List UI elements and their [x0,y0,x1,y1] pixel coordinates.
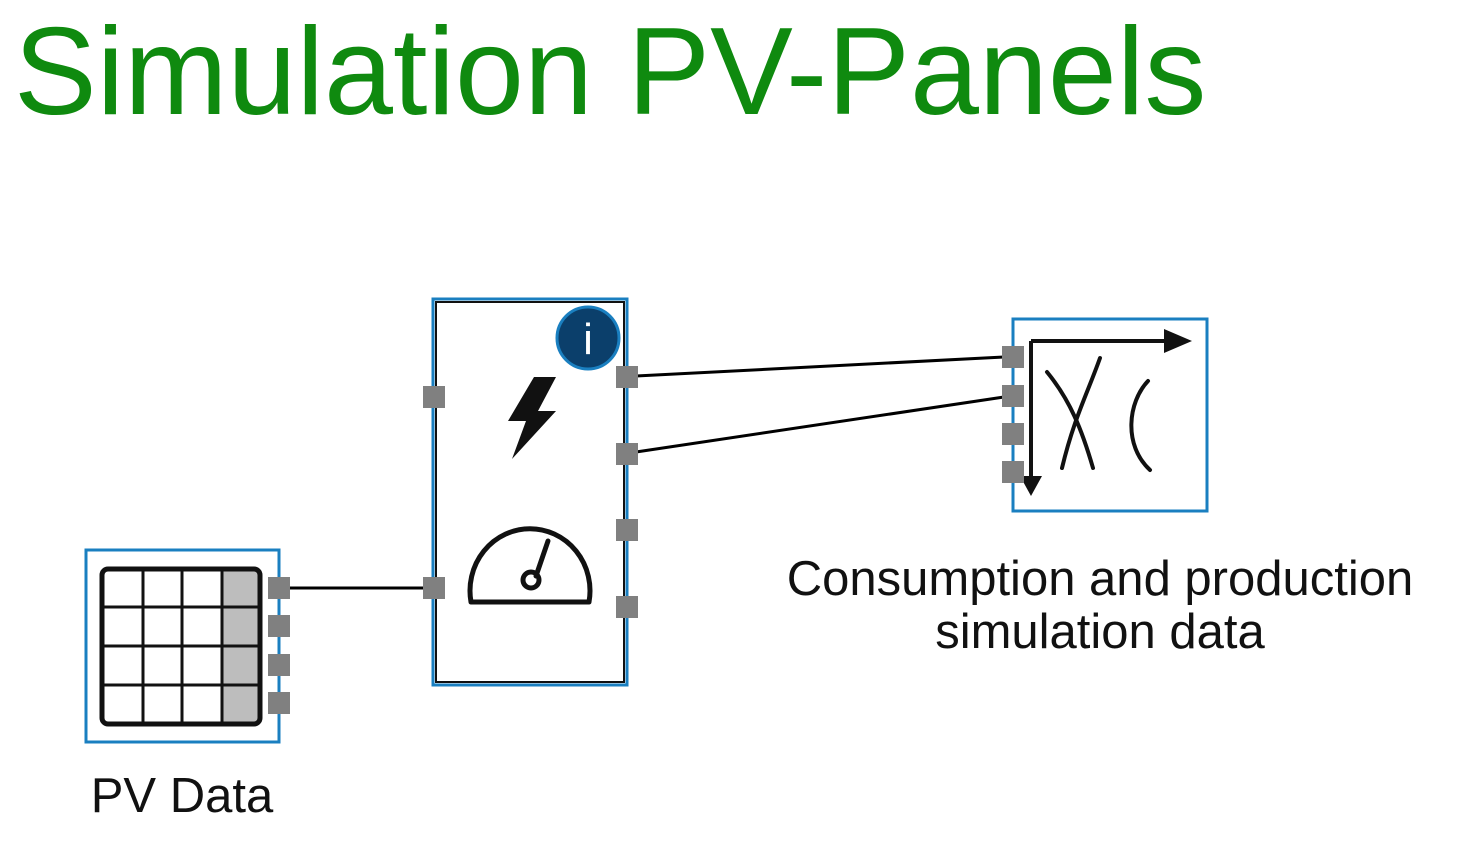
node-pv-data[interactable] [84,548,290,744]
output-port[interactable] [616,596,638,618]
info-icon[interactable]: i [555,305,621,371]
input-port[interactable] [1002,385,1024,407]
output-port[interactable] [616,366,638,388]
output-label: Consumption and production simulation da… [740,553,1460,659]
page-title: Simulation PV-Panels [14,3,1207,141]
output-port[interactable] [616,519,638,541]
edge-simulator-to-output-1 [635,355,1005,378]
lightning-icon [508,377,556,459]
gauge-icon [467,526,593,605]
output-label-line2: simulation data [935,604,1265,659]
output-port[interactable] [268,615,290,637]
input-port[interactable] [423,577,445,599]
table-icon [99,566,263,727]
input-port[interactable] [1002,461,1024,483]
output-port[interactable] [616,443,638,465]
input-port[interactable] [1002,346,1024,368]
node-output[interactable] [1002,317,1209,513]
input-port[interactable] [1002,423,1024,445]
output-port[interactable] [268,692,290,714]
info-glyph: i [583,315,593,364]
output-label-line1: Consumption and production [786,552,1414,606]
output-port[interactable] [268,654,290,676]
edge-simulator-to-output-2 [635,395,1005,454]
input-port[interactable] [423,386,445,408]
node-simulator[interactable]: i [423,297,638,687]
pv-data-label: PV Data [90,769,274,823]
chart-icon [1020,329,1192,496]
edges [288,355,1005,590]
output-port[interactable] [268,577,290,599]
